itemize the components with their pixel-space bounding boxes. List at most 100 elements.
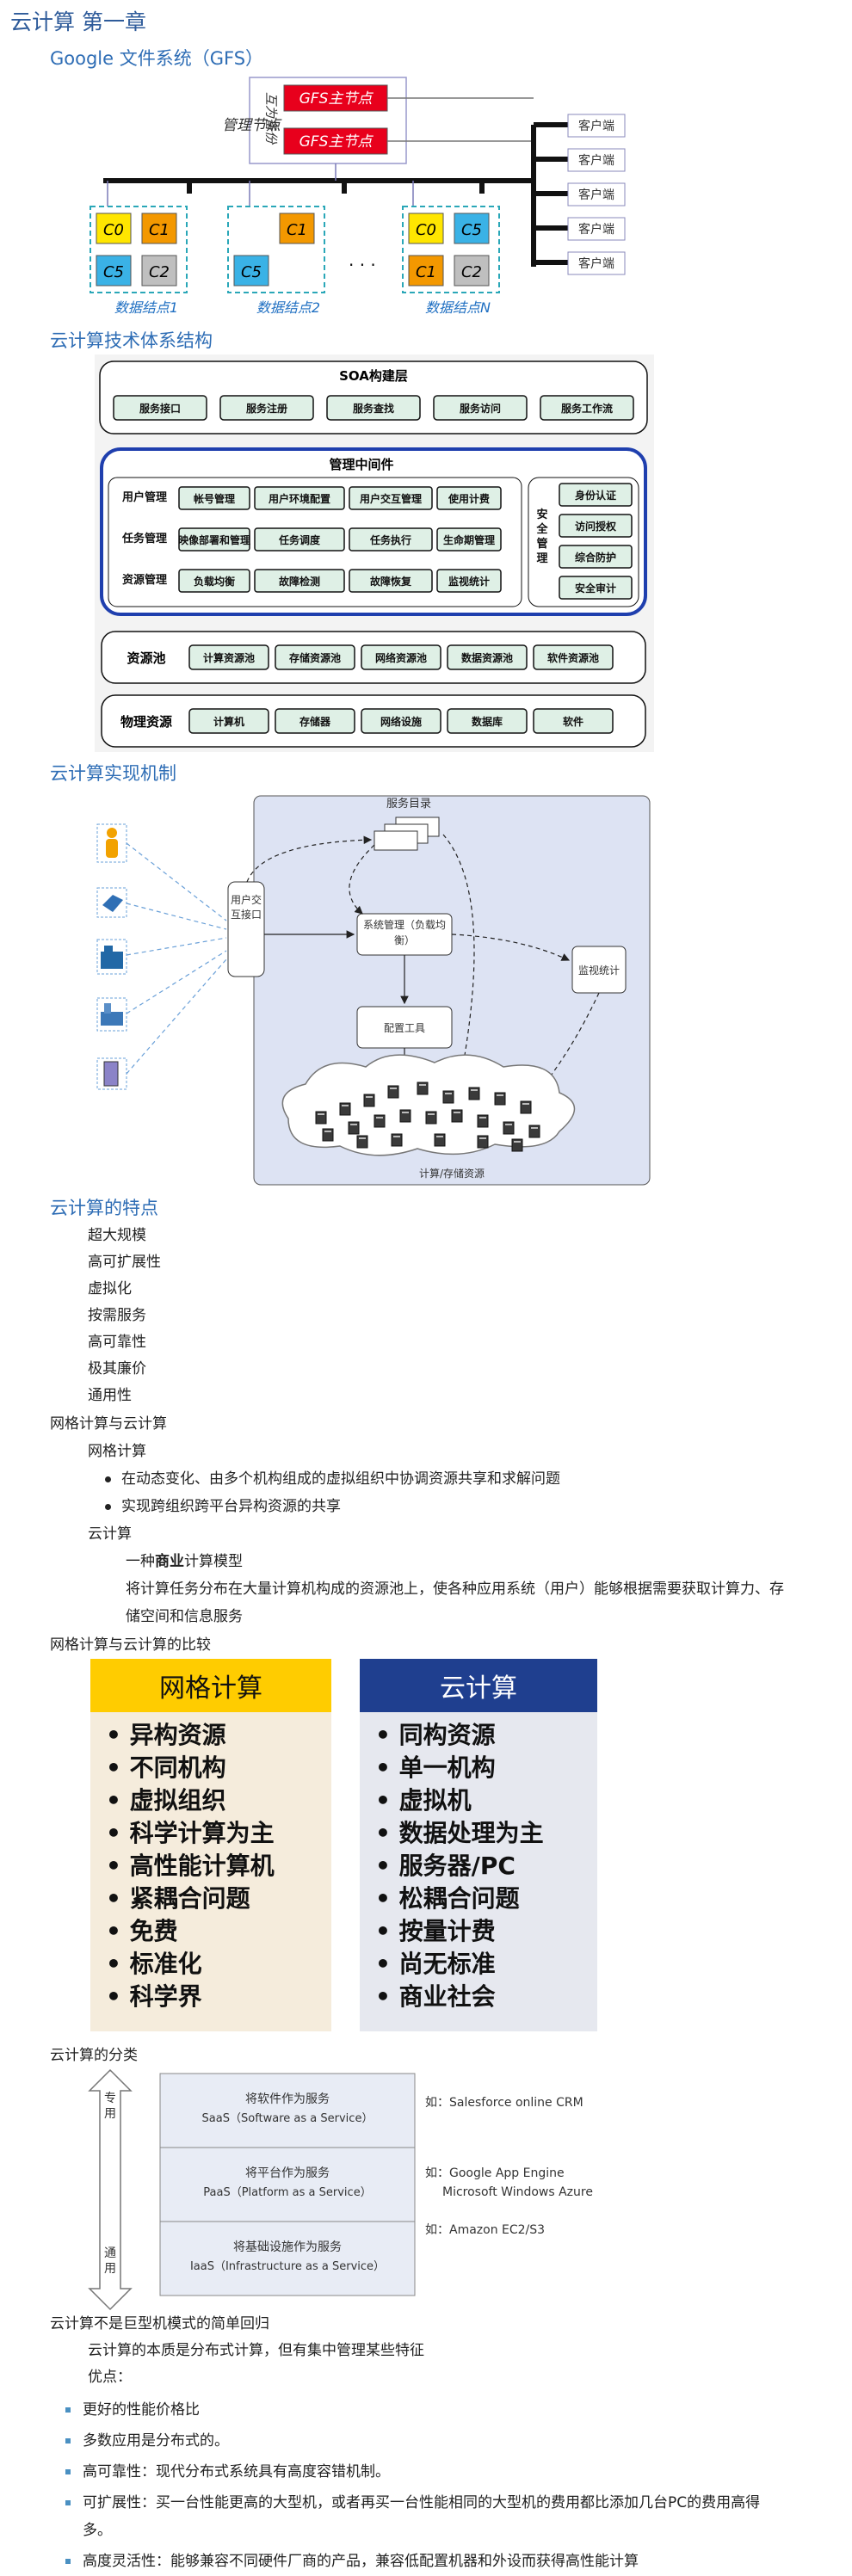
grid-bullet: 在动态变化、由多个机构组成的虚拟组织中协调资源共享和求解问题 [105, 1466, 560, 1488]
client-box: 客户端 [567, 217, 626, 241]
svg-text:故障恢复: 故障恢复 [370, 575, 412, 588]
phys-item: 网络设施 [361, 708, 441, 734]
svg-text:C1: C1 [149, 221, 170, 239]
server-icon [477, 1135, 489, 1149]
classify-diagram: 专用 通用 将软件作为服务 SaaS（Software as a Service… [86, 2065, 637, 2314]
features-list: 超大规模 高可扩展性 虚拟化 按需服务 高可靠性 极其廉价 通用性 [88, 1223, 161, 1409]
iaas-en: IaaS（Infrastructure as a Service） [190, 2260, 385, 2273]
pool-item: 计算资源池 [188, 644, 269, 670]
paas-cn: 将平台作为服务 [245, 2166, 330, 2180]
compare-item: • 免费 [106, 1917, 178, 1945]
svg-text:C5: C5 [103, 263, 124, 281]
svg-text:客户端: 客户端 [578, 153, 614, 168]
mech-heading: 云计算实现机制 [50, 763, 176, 784]
mw-title: 管理中间件 [329, 457, 393, 472]
svg-text:服务查找: 服务查找 [353, 402, 394, 415]
svg-text:用户环境配置: 用户环境配置 [268, 492, 330, 505]
backup-label: 互为备份 [263, 92, 279, 145]
resources-label: 计算/存储资源 [419, 1167, 485, 1180]
page-title: 云计算 第一章 [10, 9, 146, 34]
iaas-example: 如：Amazon EC2/S3 [425, 2223, 545, 2237]
service-catalog-label: 服务目录 [386, 797, 431, 810]
soa-item: 服务查找 [326, 395, 421, 421]
server-icon [451, 1109, 463, 1123]
svg-text:帐号管理: 帐号管理 [194, 492, 235, 505]
phys-label: 物理资源 [120, 714, 172, 730]
compare-item: • 紧耦合问题 [106, 1884, 250, 1913]
pool-item: 数据资源池 [447, 644, 528, 670]
feature-item: 虚拟化 [88, 1280, 132, 1297]
feature-item: 超大规模 [88, 1227, 146, 1244]
user-phone-icon [96, 1057, 127, 1090]
compare-item: • 尚无标准 [375, 1950, 496, 1978]
svg-text:存储器: 存储器 [299, 715, 331, 728]
compare-item: • 单一机构 [375, 1753, 496, 1782]
mw-item: 故障恢复 [349, 569, 433, 593]
svg-text:全: 全 [535, 522, 548, 536]
server-icon [339, 1102, 351, 1116]
feature-item: 极其廉价 [88, 1360, 146, 1377]
top-label: 专用 [104, 2092, 116, 2121]
server-icon [417, 1082, 429, 1095]
svg-text:综合防护: 综合防护 [575, 551, 616, 564]
config-tool-label: 配置工具 [384, 1022, 425, 1034]
svg-text:软件: 软件 [563, 715, 583, 728]
svg-text:负载均衡: 负载均衡 [194, 575, 235, 588]
mw-item: 帐号管理 [178, 486, 250, 510]
phys-item: 软件 [533, 708, 614, 734]
compare-item: • 按量计费 [375, 1917, 496, 1945]
compare-item: • 高性能计算机 [106, 1852, 275, 1880]
server-icon [315, 1111, 327, 1125]
mw-item: 故障检测 [254, 569, 345, 593]
mw-item: 用户交互管理 [349, 486, 433, 510]
mw-item: 使用计费 [436, 486, 502, 510]
compare-item: • 科学界 [106, 1982, 202, 2011]
grid-column: 网格计算 • 异构资源• 不同机构• 虚拟组织• 科学计算为主• 高性能计算机•… [90, 1659, 331, 2031]
server-icon [348, 1121, 360, 1135]
svg-text:生命期管理: 生命期管理 [443, 533, 495, 546]
node-label-1: 数据结点1 [114, 299, 178, 316]
compare-item: • 异构资源 [106, 1721, 226, 1749]
mw-row-label: 资源管理 [122, 573, 167, 587]
svg-text:C0: C0 [416, 221, 436, 239]
feature-item: 通用性 [88, 1387, 132, 1404]
monitor-label: 监视统计 [578, 964, 620, 977]
server-icon [322, 1128, 334, 1142]
svg-text:客户端: 客户端 [578, 222, 614, 237]
saas-example: 如：Salesforce online CRM [425, 2096, 583, 2110]
client-box: 客户端 [567, 148, 626, 172]
soa-item: 服务访问 [433, 395, 528, 421]
server-icon [511, 1138, 523, 1152]
paas-en: PaaS（Platform as a Service） [203, 2186, 371, 2199]
advantage-item: 高度灵活性：能够兼容不同硬件厂商的产品，兼容低配置机器和外设而获得高性能计算 [65, 2548, 639, 2570]
compare-item: • 服务器/PC [375, 1852, 516, 1880]
mw-item: 用户环境配置 [254, 486, 345, 510]
server-icon [374, 1114, 386, 1128]
server-icon [391, 1133, 403, 1147]
paas-example: 如：Google App Engine [425, 2166, 565, 2180]
user-laptop-icon [96, 887, 127, 918]
soa-item: 服务工作流 [540, 395, 634, 421]
svg-text:C5: C5 [241, 263, 262, 281]
security-item: 访问授权 [559, 514, 633, 538]
svg-text:任务调度: 任务调度 [278, 533, 321, 546]
node-label-2: 数据结点2 [256, 299, 320, 316]
phys-item: 数据库 [447, 708, 528, 734]
client-box: 客户端 [567, 182, 626, 206]
mw-row-label: 用户管理 [121, 490, 167, 504]
mw-item: 生命期管理 [436, 527, 502, 552]
advantage-item-cont: 多。 [83, 2522, 112, 2539]
svg-text:资源管理: 资源管理 [122, 573, 167, 587]
advantage-item: 更好的性能价格比 [65, 2397, 200, 2419]
compare-item: • 商业社会 [375, 1982, 496, 2011]
compare-item: • 标准化 [106, 1950, 202, 1978]
svg-text:数据资源池: 数据资源池 [461, 651, 513, 664]
server-icon [356, 1135, 368, 1149]
svg-text:C1: C1 [416, 263, 436, 281]
server-icon [528, 1125, 540, 1138]
gfs-heading: Google 文件系统（GFS） [50, 48, 264, 69]
server-icon [494, 1092, 506, 1106]
compare-item: • 科学计算为主 [106, 1819, 275, 1847]
svg-text:管: 管 [536, 537, 547, 551]
nodes-ellipsis: · · · [349, 255, 376, 275]
